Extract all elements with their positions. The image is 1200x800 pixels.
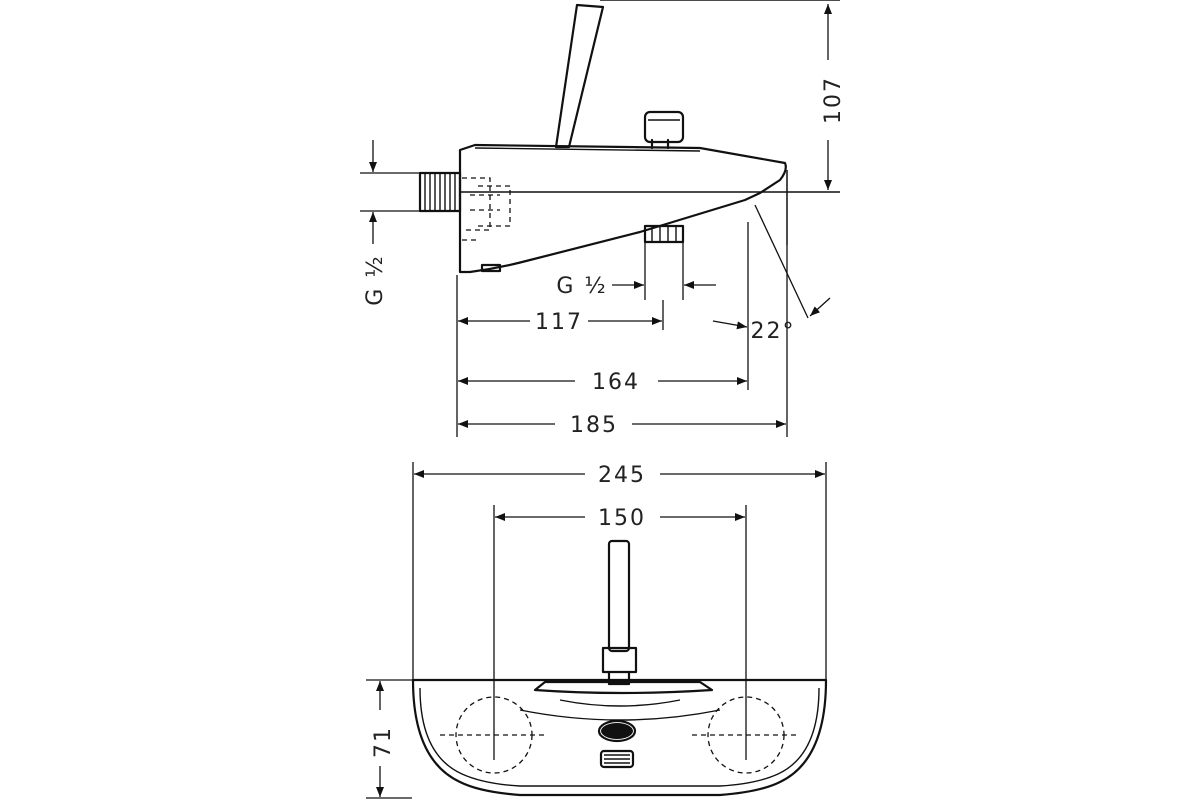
dim-angle-label: 22° (751, 319, 796, 344)
outlet-connector (643, 224, 685, 244)
lever-handle (554, 3, 605, 149)
dim-164-label: 164 (592, 370, 640, 395)
dim-185-label: 185 (570, 413, 618, 438)
dim-71-label: 71 (371, 726, 396, 758)
dimension-150: 150 (495, 506, 745, 531)
dimension-185: 185 (458, 413, 786, 438)
inlet-connector (418, 171, 462, 213)
dim-117-label: 117 (535, 310, 583, 335)
diverter-knob (643, 110, 685, 150)
dim-150-label: 150 (598, 506, 646, 531)
hidden-handle-circles (440, 696, 800, 774)
dimension-inlet-thread: G ½ (360, 140, 420, 306)
side-view: 107 G ½ G ½ 117 (360, 0, 846, 438)
dimension-angle: 22° (712, 204, 831, 344)
top-view: 245 150 (366, 462, 828, 799)
dim-107-label: 107 (821, 76, 846, 124)
dim-outlet-thread-label: G ½ (556, 274, 607, 299)
dimension-outlet-thread: G ½ (556, 242, 716, 300)
dimension-71: 71 (366, 679, 412, 799)
hidden-internals (462, 177, 511, 241)
lever-top-view (601, 539, 638, 686)
dimension-164: 164 (458, 370, 747, 395)
body-top-view (411, 678, 828, 797)
dimension-117: 117 (458, 310, 662, 335)
dimension-107: 107 (821, 4, 846, 190)
dim-inlet-thread-label: G ½ (363, 254, 388, 305)
dimension-245: 245 (414, 463, 825, 488)
mixer-body (458, 143, 787, 274)
dim-245-label: 245 (598, 463, 646, 488)
